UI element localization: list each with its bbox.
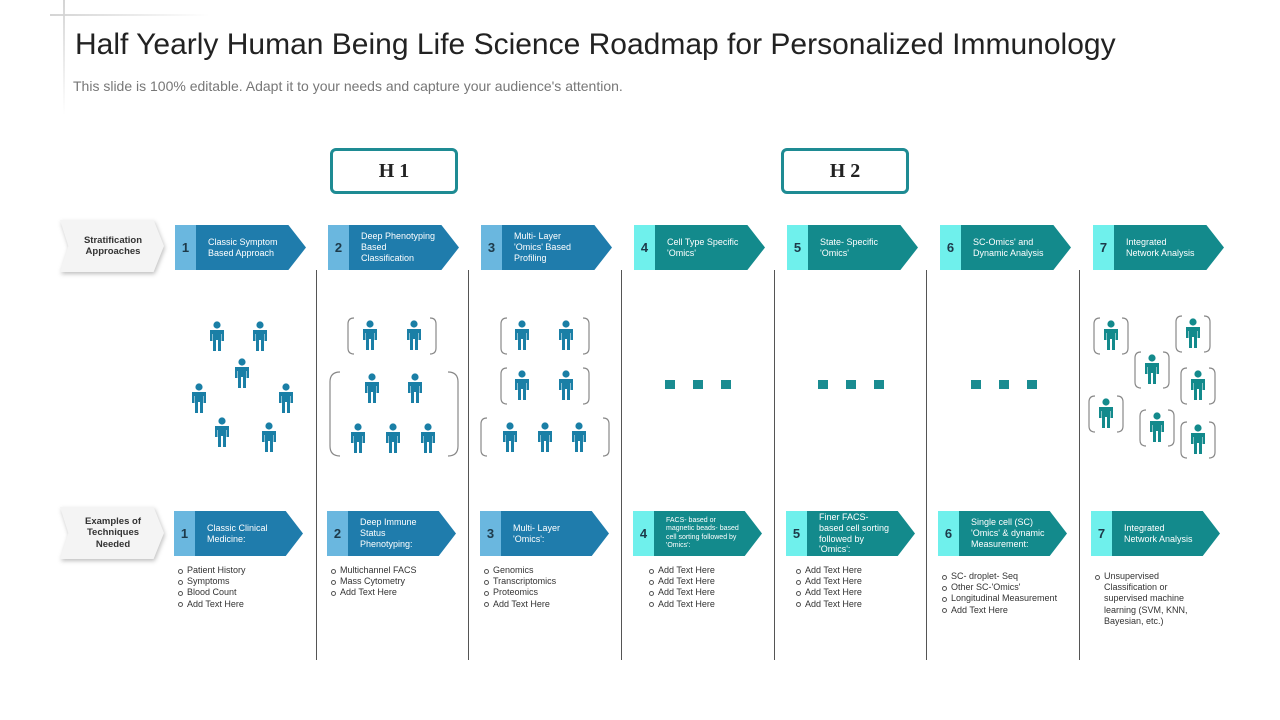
list-item: Blood Count (177, 587, 307, 598)
list-item: Unsupervised Classification or supervise… (1094, 571, 1204, 627)
technique-list-6: SC- droplet- Seq Other SC-'Omics' Longit… (941, 571, 1071, 616)
list-item: Add Text Here (795, 599, 915, 610)
list-item: Genomics (483, 565, 613, 576)
ellipsis-dots (818, 380, 884, 389)
list-item: Proteomics (483, 587, 613, 598)
list-item: Add Text Here (648, 599, 768, 610)
list-item: Symptoms (177, 576, 307, 587)
list-item: Transcriptomics (483, 576, 613, 587)
list-item: Add Text Here (795, 565, 915, 576)
technique-list-3: Genomics Transcriptomics Proteomics Add … (483, 565, 613, 610)
corner-accent-horizontal (50, 14, 210, 16)
ellipsis-dots (971, 380, 1037, 389)
page-subtitle: This slide is 100% editable. Adapt it to… (73, 78, 623, 94)
technique-list-7: Unsupervised Classification or supervise… (1094, 571, 1204, 627)
row-label-approaches: Stratification Approaches (60, 220, 164, 272)
ellipsis-dots (665, 380, 731, 389)
list-item: Mass Cytometry (330, 576, 460, 587)
list-item: SC- droplet- Seq (941, 571, 1071, 582)
list-item: Add Text Here (483, 599, 613, 610)
column-divider (926, 270, 927, 660)
list-item: Add Text Here (795, 587, 915, 598)
list-item: Longitudinal Measurement (941, 593, 1071, 604)
person-icons-blue (192, 320, 586, 453)
list-item: Multichannel FACS (330, 565, 460, 576)
column-divider (316, 270, 317, 660)
column-divider (774, 270, 775, 660)
phase-h1: H 1 (330, 148, 458, 194)
corner-accent-vertical (63, 0, 65, 115)
list-item: Other SC-'Omics' (941, 582, 1071, 593)
list-item: Add Text Here (648, 576, 768, 587)
list-item: Add Text Here (177, 599, 307, 610)
column-divider (621, 270, 622, 660)
page-title: Half Yearly Human Being Life Science Roa… (75, 28, 1116, 61)
phase-h2: H 2 (781, 148, 909, 194)
technique-list-1: Patient History Symptoms Blood Count Add… (177, 565, 307, 610)
technique-list-2: Multichannel FACS Mass Cytometry Add Tex… (330, 565, 460, 599)
list-item: Add Text Here (648, 587, 768, 598)
technique-list-4: Add Text Here Add Text Here Add Text Her… (648, 565, 768, 610)
list-item: Add Text Here (330, 587, 460, 598)
list-item: Add Text Here (795, 576, 915, 587)
bracket-groups (329, 315, 1216, 459)
column-divider (1079, 270, 1080, 660)
column-divider (468, 270, 469, 660)
technique-list-5: Add Text Here Add Text Here Add Text Her… (795, 565, 915, 610)
list-item: Add Text Here (648, 565, 768, 576)
list-item: Patient History (177, 565, 307, 576)
row-label-techniques: Examples of Techniques Needed (60, 507, 164, 559)
person-icons-teal (1099, 318, 1205, 454)
list-item: Add Text Here (941, 605, 1071, 616)
